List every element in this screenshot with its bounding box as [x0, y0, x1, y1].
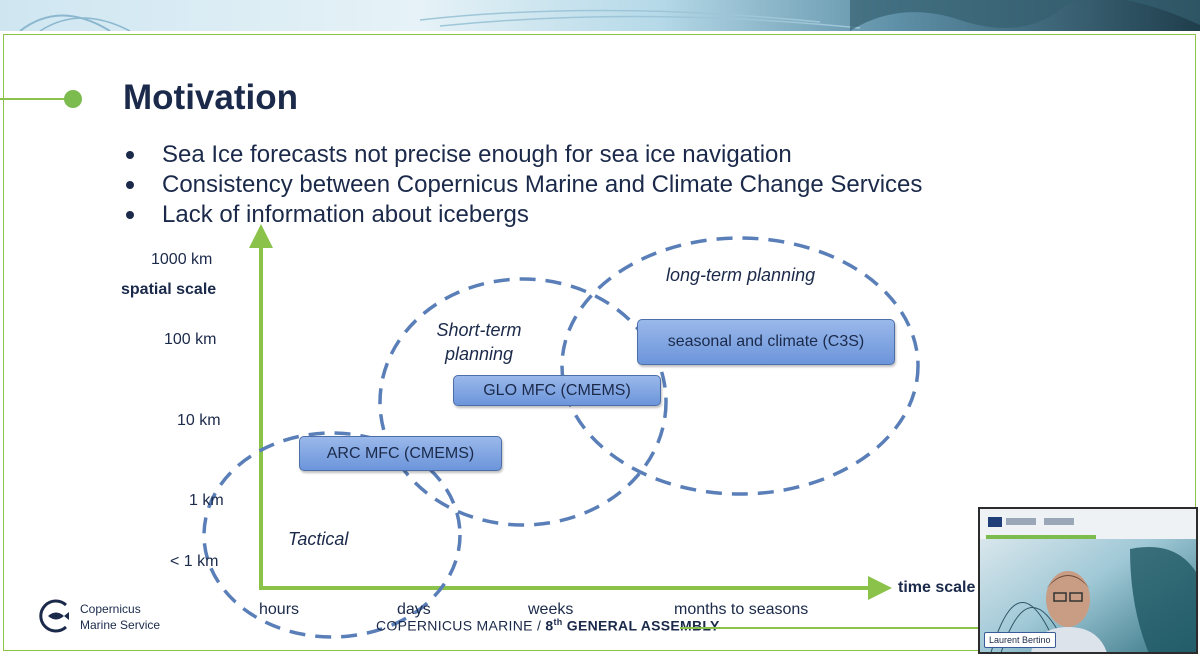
video-feed — [980, 509, 1196, 652]
long-term-ellipse — [560, 236, 920, 496]
copernicus-logo-text: Copernicus Marine Service — [80, 601, 160, 633]
slide-frame — [3, 34, 1196, 651]
bullet-item: Sea Ice forecasts not precise enough for… — [120, 140, 922, 170]
x-label-months: months to seasons — [674, 601, 809, 618]
top-banner — [0, 0, 1200, 31]
y-label-1000km: 1000 km — [151, 251, 213, 268]
bullet-list: Sea Ice forecasts not precise enough for… — [120, 140, 922, 230]
copernicus-logo-icon — [39, 599, 69, 633]
participant-name-tag: Laurent Bertino — [984, 632, 1056, 648]
box-seasonal-climate: seasonal and climate (C3S) — [637, 319, 895, 365]
accent-dot-icon — [64, 90, 82, 108]
bullet-item: Consistency between Copernicus Marine an… — [120, 170, 922, 200]
region-tactical: Tactical — [288, 529, 349, 549]
accent-line — [0, 90, 82, 108]
region-short-term: Short-term planning — [436, 320, 522, 364]
event-name: GENERAL ASSEMBLY — [562, 617, 720, 634]
x-label-weeks: weeks — [528, 601, 574, 618]
event-footer: COPERNICUS MARINE / 8th GENERAL ASSEMBLY — [376, 617, 720, 634]
box-arc-mfc: ARC MFC (CMEMS) — [299, 436, 502, 471]
region-long-term: long-term planning — [666, 265, 816, 285]
slide-title: Motivation — [123, 78, 298, 117]
participant-video-tile[interactable]: Laurent Bertino — [978, 507, 1198, 654]
logo-line-2: Marine Service — [80, 618, 161, 632]
event-number: 8 — [545, 617, 554, 634]
y-label-100km: 100 km — [164, 331, 217, 348]
event-prefix: COPERNICUS MARINE / — [376, 617, 546, 634]
y-label-lt1km: < 1 km — [170, 553, 219, 570]
tactical-ellipse — [202, 431, 462, 639]
box-glo-mfc: GLO MFC (CMEMS) — [453, 375, 661, 406]
y-label-10km: 10 km — [177, 412, 221, 429]
footer-line — [680, 627, 1000, 629]
logo-line-1: Copernicus — [80, 602, 141, 616]
event-suffix-sup: th — [553, 617, 563, 627]
x-axis-title: time scale — [898, 579, 976, 596]
bullet-item: Lack of information about icebergs — [120, 200, 922, 230]
x-label-days: days — [397, 601, 431, 618]
y-label-1km: 1 km — [189, 492, 224, 509]
short-term-ellipse — [378, 277, 668, 527]
y-axis-title: spatial scale — [121, 281, 217, 298]
x-label-hours: hours — [259, 601, 300, 618]
banner-graphic — [0, 0, 1200, 31]
